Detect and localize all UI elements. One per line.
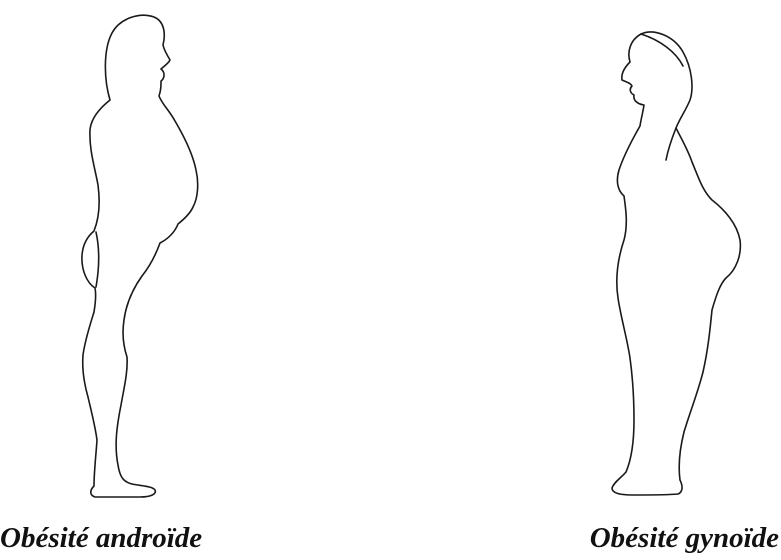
gynoid-shoulder-line — [666, 128, 676, 160]
android-obesity-caption: Obésité androïde — [0, 524, 202, 553]
gynoid-obesity-caption: Obésité gynoïde — [590, 524, 779, 553]
gynoid-body-outline — [612, 32, 740, 495]
gynoid-hair-line — [641, 34, 683, 66]
